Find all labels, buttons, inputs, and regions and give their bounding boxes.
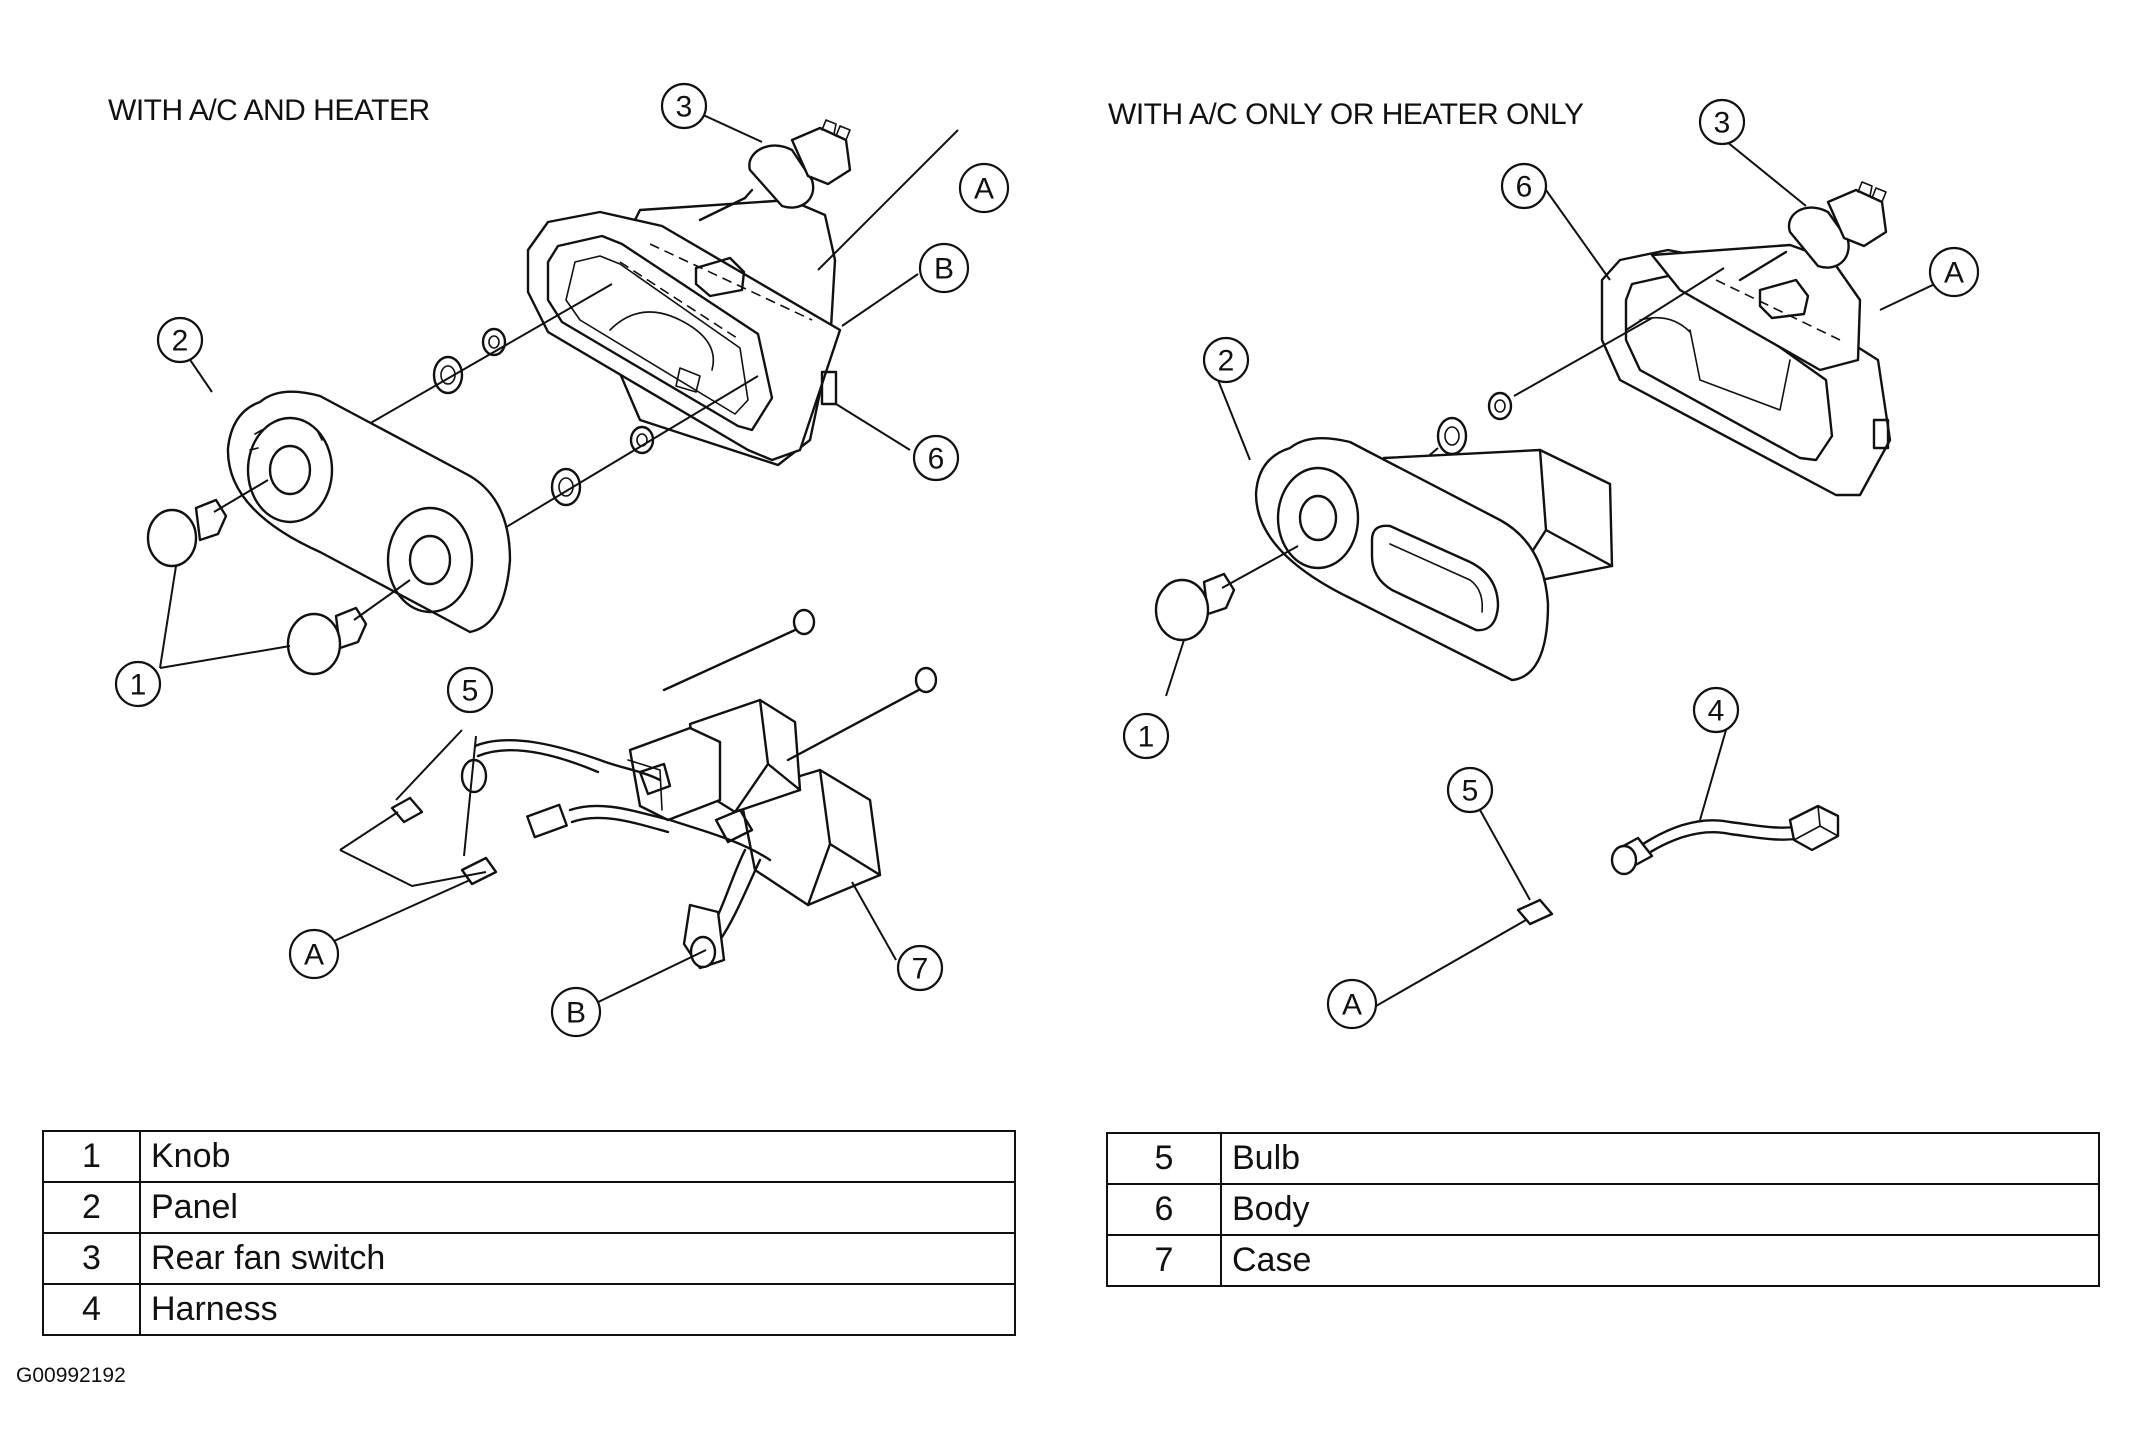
- svg-text:5: 5: [462, 675, 479, 708]
- svg-text:B: B: [934, 253, 954, 286]
- svg-text:2: 2: [172, 325, 189, 358]
- callout-6-right: 6: [1500, 162, 1548, 210]
- legend-table-right: 5 Bulb 6 Body 7 Case: [1106, 1132, 2100, 1287]
- callout-1-right: 1: [1122, 712, 1170, 760]
- legend-number: 6: [1106, 1183, 1222, 1236]
- legend-number: 3: [42, 1232, 141, 1285]
- svg-text:B: B: [566, 997, 586, 1030]
- callout-5-right: 5: [1446, 766, 1494, 814]
- screw-upper: [662, 608, 816, 692]
- knob-right: [1154, 545, 1299, 642]
- legend-part-name: Body: [1220, 1183, 2100, 1236]
- legend-row: 5 Bulb: [1106, 1132, 2100, 1185]
- panel-part-right: [1254, 437, 1614, 682]
- knob-lower: [286, 579, 411, 676]
- case-part: [627, 698, 882, 907]
- callout-1-left: 1: [114, 660, 162, 708]
- legend-part-name: Panel: [139, 1181, 1016, 1234]
- knob-upper: [146, 479, 269, 568]
- figure-id: G00992192: [16, 1364, 126, 1387]
- callout-2-left: 2: [156, 316, 204, 364]
- legend-row: 7 Case: [1106, 1234, 2100, 1287]
- svg-text:1: 1: [1138, 721, 1155, 754]
- legend-row: 1 Knob: [42, 1130, 1016, 1183]
- screw-lower: [786, 666, 938, 762]
- callout-3-right: 3: [1698, 98, 1746, 146]
- callout-7-left: 7: [896, 944, 944, 992]
- svg-text:A: A: [1342, 989, 1362, 1022]
- callout-a-right-bottom: A: [1326, 978, 1378, 1030]
- legend-part-name: Rear fan switch: [139, 1232, 1016, 1285]
- svg-text:A: A: [1944, 257, 1964, 290]
- harness-part-right: [1610, 729, 1840, 876]
- legend-number: 2: [42, 1181, 141, 1234]
- legend-table-left: 1 Knob 2 Panel 3 Rear fan switch 4 Harne…: [42, 1130, 1016, 1336]
- nut-washer-lower: [550, 425, 655, 507]
- svg-text:7: 7: [912, 953, 929, 986]
- nut-washer-upper: [432, 327, 507, 395]
- right-diagram-title: WITH A/C ONLY OR HEATER ONLY: [1108, 98, 1584, 131]
- left-exploded-view: [146, 107, 959, 1007]
- washer-right: [1487, 391, 1513, 421]
- legend-row: 6 Body: [1106, 1183, 2100, 1236]
- bulb-right: [1375, 809, 1554, 1007]
- legend-row: 2 Panel: [42, 1181, 1016, 1234]
- callout-2-right: 2: [1202, 336, 1250, 384]
- legend-part-name: Bulb: [1220, 1132, 2100, 1185]
- svg-text:6: 6: [928, 443, 945, 476]
- svg-text:A: A: [974, 173, 994, 206]
- legend-row: 3 Rear fan switch: [42, 1232, 1016, 1285]
- callout-a-left-top: A: [958, 162, 1010, 214]
- legend-part-name: Knob: [139, 1130, 1016, 1183]
- legend-number: 4: [42, 1283, 141, 1336]
- legend-number: 5: [1106, 1132, 1222, 1185]
- legend-row: 4 Harness: [42, 1283, 1016, 1336]
- legend-part-name: Harness: [139, 1283, 1016, 1336]
- callout-5-left: 5: [446, 666, 494, 714]
- svg-text:1: 1: [130, 669, 147, 702]
- legend-number: 7: [1106, 1234, 1222, 1287]
- svg-text:4: 4: [1708, 695, 1725, 728]
- callout-6-left: 6: [912, 434, 960, 482]
- left-diagram-title: WITH A/C AND HEATER: [108, 94, 430, 127]
- bulb-upper: [390, 796, 424, 824]
- callout-4-right: 4: [1692, 686, 1740, 734]
- body-part-right: [1600, 243, 1892, 497]
- legend-number: 1: [42, 1130, 141, 1183]
- rear-fan-switch-right: [1738, 181, 1888, 282]
- svg-text:6: 6: [1516, 171, 1533, 204]
- svg-text:A: A: [304, 939, 324, 972]
- callout-a-left-bottom: A: [288, 928, 340, 980]
- right-exploded-view: [1154, 119, 1957, 1007]
- panel-part: [226, 390, 512, 634]
- nut-right: [1436, 416, 1468, 456]
- bulb-lower: [460, 856, 498, 886]
- svg-text:2: 2: [1218, 345, 1235, 378]
- callout-b-left-bottom: B: [550, 986, 602, 1038]
- callout-a-right-top: A: [1928, 246, 1980, 298]
- callout-3-left: 3: [660, 82, 708, 130]
- body-part: [526, 198, 842, 467]
- svg-text:3: 3: [676, 91, 693, 124]
- callout-b-left-top: B: [918, 242, 970, 294]
- svg-text:3: 3: [1714, 107, 1731, 140]
- svg-text:5: 5: [1462, 775, 1479, 808]
- legend-part-name: Case: [1220, 1234, 2100, 1287]
- rear-fan-switch: [698, 119, 852, 222]
